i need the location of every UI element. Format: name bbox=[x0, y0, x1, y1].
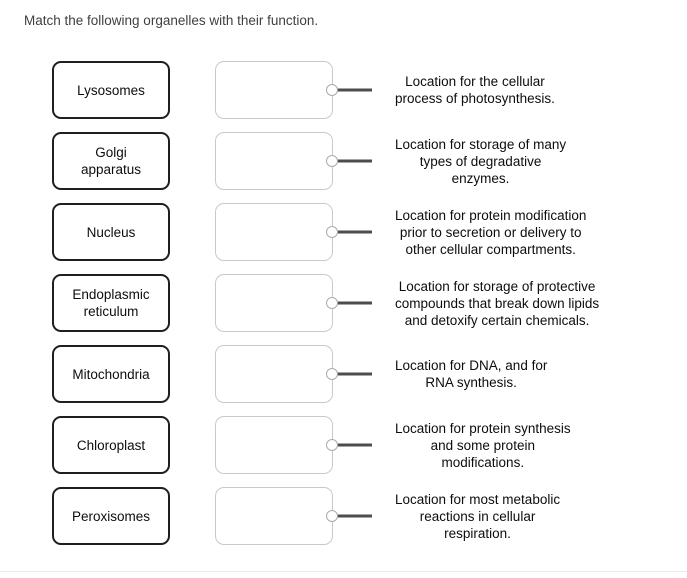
connector-dot-icon bbox=[326, 226, 338, 238]
match-row: Nucleus Location for protein modificatio… bbox=[0, 203, 599, 261]
answer-drop-zone[interactable] bbox=[215, 345, 372, 403]
answer-drop-zone[interactable] bbox=[215, 416, 372, 474]
organelle-card-peroxisomes[interactable]: Peroxisomes bbox=[52, 487, 170, 545]
connector-dot-icon bbox=[326, 84, 338, 96]
function-text: Location for the cellular process of pho… bbox=[395, 74, 555, 106]
match-row: Peroxisomes Location for most metabolic … bbox=[0, 487, 599, 545]
organelle-card-mitochondria[interactable]: Mitochondria bbox=[52, 345, 170, 403]
answer-drop-zone[interactable] bbox=[215, 132, 372, 190]
answer-drop-zone[interactable] bbox=[215, 487, 372, 545]
connector-line bbox=[337, 301, 372, 305]
organelle-card-golgi-apparatus[interactable]: Golgi apparatus bbox=[52, 132, 170, 190]
match-rows-container: Lysosomes Location for the cellular proc… bbox=[0, 61, 599, 545]
organelle-card-nucleus[interactable]: Nucleus bbox=[52, 203, 170, 261]
connector-dot-icon bbox=[326, 439, 338, 451]
match-row: Endoplasmic reticulum Location for stora… bbox=[0, 274, 599, 332]
function-text: Location for storage of many types of de… bbox=[395, 136, 567, 186]
match-row: Lysosomes Location for the cellular proc… bbox=[0, 61, 599, 119]
connector-dot-icon bbox=[326, 155, 338, 167]
match-row: Mitochondria Location for DNA, and for R… bbox=[0, 345, 599, 403]
connector-dot-icon bbox=[326, 297, 338, 309]
organelle-card-lysosomes[interactable]: Lysosomes bbox=[52, 61, 170, 119]
answer-drop-zone[interactable] bbox=[215, 61, 372, 119]
organelle-card-endoplasmic-reticulum[interactable]: Endoplasmic reticulum bbox=[52, 274, 170, 332]
connector-line bbox=[337, 230, 372, 234]
connector-dot-icon bbox=[326, 368, 338, 380]
connector-line bbox=[337, 88, 372, 92]
match-row: Golgi apparatus Location for storage of … bbox=[0, 132, 599, 190]
match-row: Chloroplast Location for protein synthes… bbox=[0, 416, 599, 474]
connector-line bbox=[337, 372, 372, 376]
answer-drop-zone[interactable] bbox=[215, 274, 372, 332]
bottom-divider bbox=[0, 571, 687, 572]
function-text: Location for most metabolic reactions in… bbox=[395, 491, 561, 541]
function-text: Location for protein synthesis and some … bbox=[395, 420, 571, 470]
function-text: Location for storage of protective compo… bbox=[395, 278, 600, 328]
connector-dot-icon bbox=[326, 510, 338, 522]
connector-line bbox=[337, 443, 372, 447]
function-text: Location for protein modification prior … bbox=[395, 207, 587, 257]
function-text: Location for DNA, and for RNA synthesis. bbox=[395, 358, 548, 390]
answer-drop-zone[interactable] bbox=[215, 203, 372, 261]
connector-line bbox=[337, 514, 372, 518]
connector-line bbox=[337, 159, 372, 163]
instruction-text: Match the following organelles with thei… bbox=[24, 13, 319, 28]
organelle-card-chloroplast[interactable]: Chloroplast bbox=[52, 416, 170, 474]
